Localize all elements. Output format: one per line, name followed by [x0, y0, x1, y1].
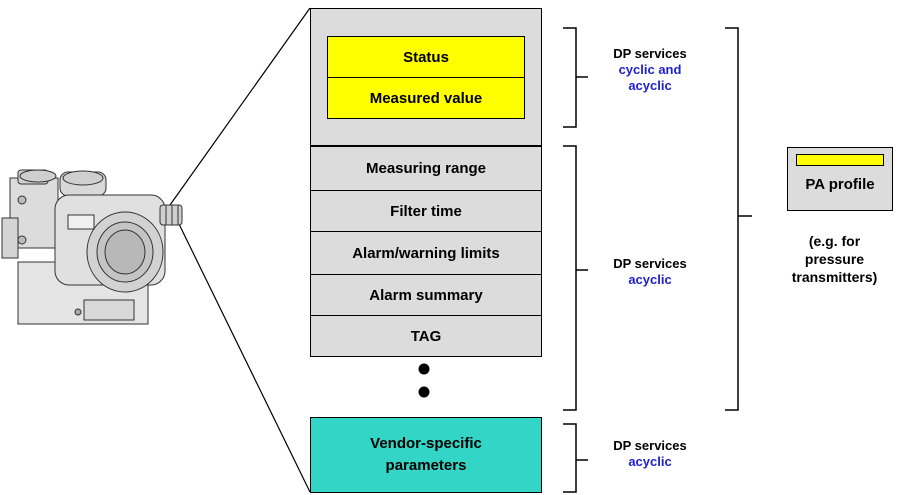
measured-value-label: Measured value — [369, 89, 483, 107]
pa-profile-caption: (e.g. for pressure transmitters) — [791, 233, 878, 285]
pa-profile-yellow-bar — [796, 154, 884, 166]
bracket-profile — [725, 27, 739, 411]
pressure-transmitter-icon — [1, 169, 183, 325]
vendor-label-line2: parameters — [385, 457, 467, 474]
bracket-acyclic — [563, 145, 577, 411]
param-row: Filter time — [310, 190, 542, 232]
group-acyclic-label: DP services acyclic — [613, 256, 687, 287]
param-row: Alarm/warning limits — [310, 231, 542, 275]
bracket-cyclic — [563, 27, 577, 128]
ellipsis-dot — [418, 363, 430, 375]
status-field: Status — [327, 36, 525, 78]
bracket-vendor — [563, 423, 577, 493]
group-vendor-label: DP services acyclic — [613, 438, 687, 469]
pa-profile-label: PA profile — [805, 176, 875, 193]
zoom-line-top — [169, 7, 311, 206]
param-label: Filter time — [390, 202, 462, 220]
pa-profile-box: PA profile — [787, 147, 893, 211]
param-row: Alarm summary — [310, 274, 542, 316]
param-row: TAG — [310, 315, 542, 357]
measured-value-field: Measured value — [327, 77, 525, 119]
vendor-block: Vendor-specific parameters — [310, 417, 542, 493]
param-row: Measuring range — [310, 146, 542, 191]
zoom-line-bottom — [177, 221, 311, 493]
param-label: Alarm/warning limits — [352, 244, 500, 262]
ellipsis-dot — [418, 386, 430, 398]
param-label: Measuring range — [365, 160, 487, 177]
status-label: Status — [403, 48, 449, 66]
vendor-label-line1: Vendor-specific — [370, 435, 482, 452]
param-label: TAG — [410, 327, 442, 345]
param-label: Alarm summary — [369, 286, 483, 304]
group-cyclic-label: DP services cyclic and acyclic — [613, 46, 687, 93]
